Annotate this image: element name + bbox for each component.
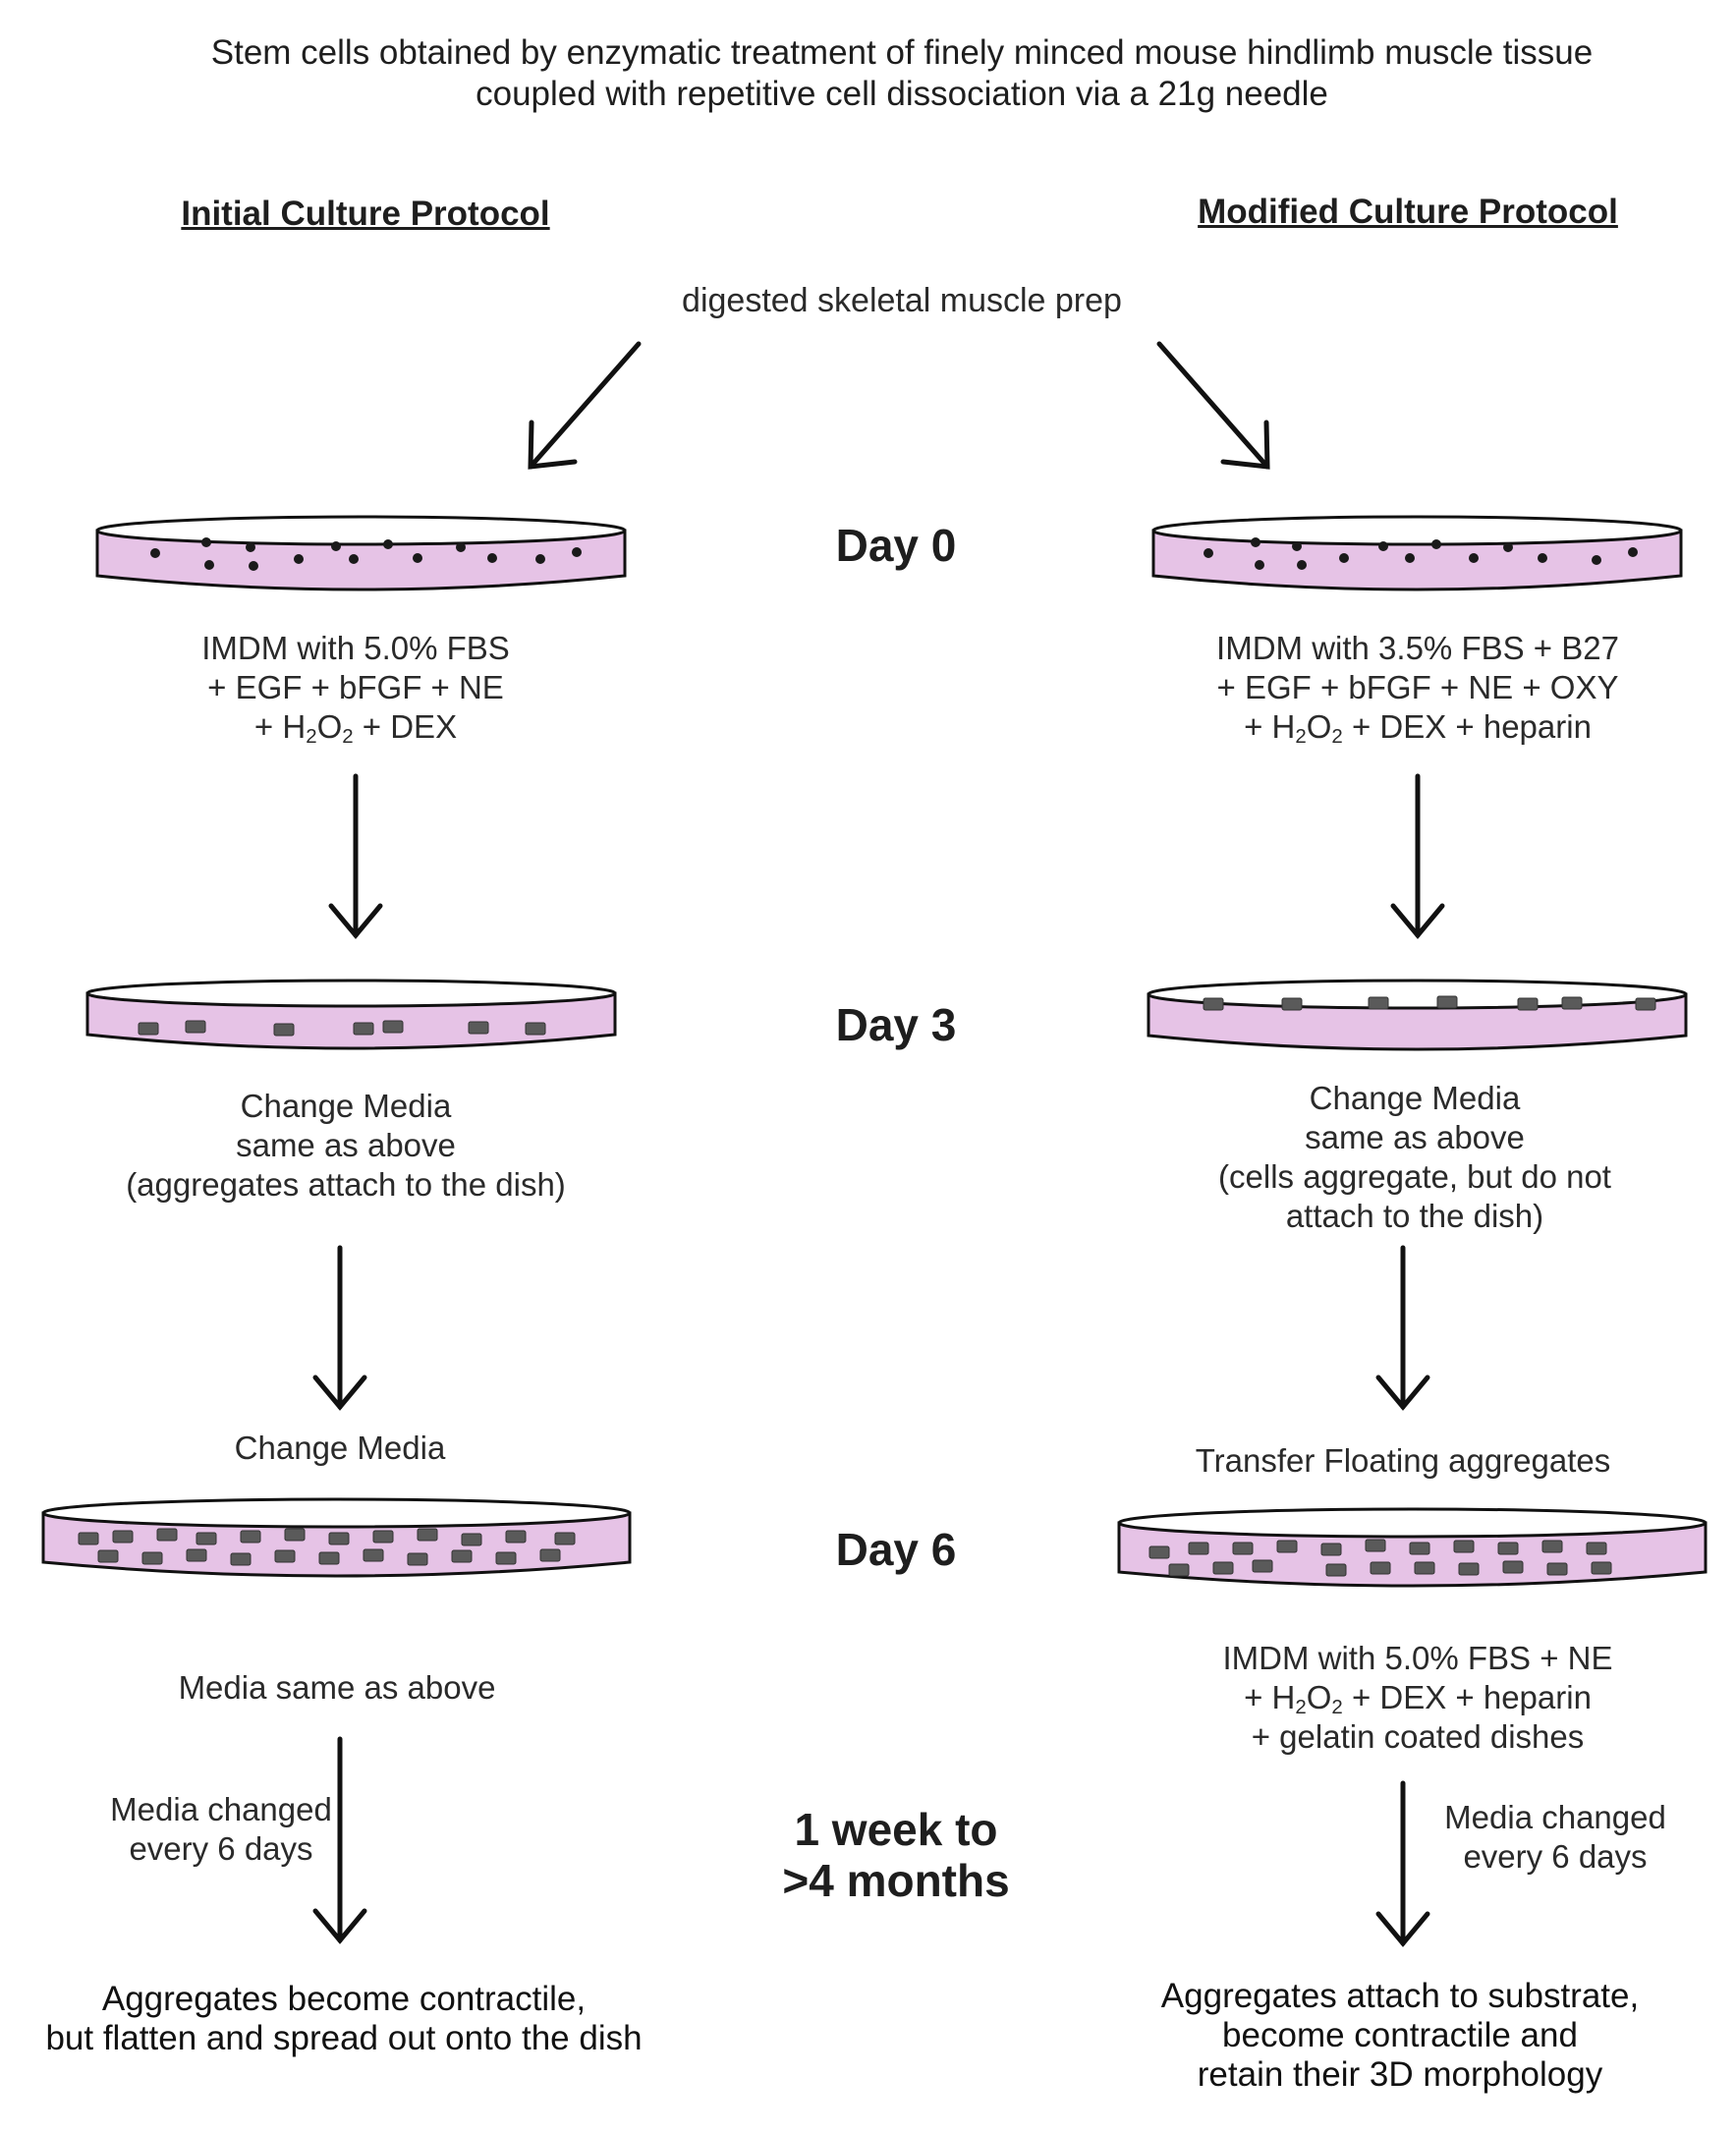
right-pre-day6-text: Transfer Floating aggregates (1195, 1442, 1611, 1479)
right-final-line-1: Aggregates attach to substrate, (1160, 1977, 1640, 2015)
title-line-2: coupled with repetitive cell dissociatio… (476, 75, 1328, 113)
right-day6-media-line-1: IMDM with 5.0% FBS + NE (1222, 1640, 1613, 1676)
dish-left-day6 (41, 1497, 632, 1578)
right-day0-media-line-1: IMDM with 3.5% FBS + B27 (1216, 630, 1619, 666)
left-final-outcome: Aggregates become contractile, but flatt… (45, 1980, 642, 2058)
long-term-line-2: >4 months (782, 1855, 1010, 1906)
arrow-source-to-modified (1156, 341, 1270, 470)
header-initial-protocol: Initial Culture Protocol (181, 195, 550, 233)
left-day0-media-line-1: IMDM with 5.0% FBS (201, 630, 510, 666)
right-final-line-3: retain their 3D morphology (1197, 2055, 1603, 2094)
right-arrow-note-line-2: every 6 days (1463, 1838, 1648, 1875)
right-arrow-note: Media changed every 6 days (1444, 1798, 1666, 1877)
dish-right-day0 (1151, 515, 1683, 591)
left-arrow-note: Media changed every 6 days (110, 1790, 332, 1869)
left-arrow-note-line-2: every 6 days (129, 1830, 313, 1867)
right-final-line-2: become contractile and (1222, 2016, 1578, 2054)
right-day0-media-line-2: + EGF + bFGF + NE + OXY (1216, 669, 1619, 705)
title-line-1: Stem cells obtained by enzymatic treatme… (210, 33, 1594, 72)
right-final-outcome: Aggregates attach to substrate, become c… (1161, 1977, 1639, 2095)
source-label: digested skeletal muscle prep (682, 282, 1122, 319)
left-final-line-1: Aggregates become contractile, (101, 1980, 587, 2018)
arrow-left-day0-to-day3 (328, 773, 383, 939)
right-arrow-note-line-1: Media changed (1444, 1799, 1666, 1835)
right-day6-media: IMDM with 5.0% FBS + NE + H2O2 + DEX + h… (1222, 1639, 1612, 1757)
day-6-label: Day 6 (835, 1524, 957, 1575)
long-term-line-1: 1 week to (794, 1804, 998, 1855)
dish-right-day6 (1117, 1507, 1708, 1588)
left-arrow-note-line-1: Media changed (110, 1791, 332, 1827)
diagram-title: Stem cells obtained by enzymatic treatme… (211, 32, 1593, 115)
arrow-left-day3-to-day6 (312, 1245, 367, 1411)
right-day3-line-2: same as above (1305, 1119, 1525, 1155)
right-day3-text: Change Media same as above (cells aggreg… (1218, 1079, 1611, 1236)
left-pre-day6-text: Change Media (234, 1430, 446, 1466)
arrow-right-long-term (1375, 1780, 1430, 1947)
arrow-left-long-term (312, 1736, 367, 1944)
left-day0-media-line-3: + H2O2 + DEX (253, 708, 458, 749)
header-modified-protocol: Modified Culture Protocol (1198, 193, 1618, 231)
right-day3-line-4: attach to the dish) (1285, 1198, 1544, 1234)
arrow-right-day0-to-day3 (1390, 773, 1445, 939)
arrow-right-day3-to-day6 (1375, 1245, 1430, 1411)
left-day3-line-2: same as above (236, 1127, 456, 1163)
dish-left-day3 (85, 979, 617, 1050)
dish-left-day0 (95, 515, 627, 591)
left-day3-line-1: Change Media (240, 1088, 452, 1124)
day-0-label: Day 0 (835, 520, 957, 571)
right-day0-media-line-3: + H2O2 + DEX + heparin (1244, 708, 1592, 749)
day-3-label: Day 3 (835, 999, 957, 1050)
right-day3-line-3: (cells aggregate, but do not (1218, 1158, 1611, 1195)
left-day0-media: IMDM with 5.0% FBS + EGF + bFGF + NE + H… (201, 629, 510, 747)
left-day6-text: Media same as above (178, 1669, 496, 1706)
long-term-label: 1 week to >4 months (782, 1804, 1009, 1906)
left-day0-media-line-2: + EGF + bFGF + NE (207, 669, 504, 705)
left-day3-text: Change Media same as above (aggregates a… (126, 1087, 566, 1205)
right-day0-media: IMDM with 3.5% FBS + B27 + EGF + bFGF + … (1216, 629, 1619, 747)
dish-right-day3 (1147, 979, 1688, 1051)
left-final-line-2: but flatten and spread out onto the dish (45, 2019, 643, 2057)
right-day6-media-line-2: + H2O2 + DEX + heparin (1244, 1679, 1592, 1719)
left-day3-line-3: (aggregates attach to the dish) (126, 1166, 566, 1203)
right-day3-line-1: Change Media (1309, 1080, 1521, 1116)
arrow-source-to-initial (528, 341, 642, 470)
right-day6-media-line-3: + gelatin coated dishes (1251, 1718, 1585, 1755)
